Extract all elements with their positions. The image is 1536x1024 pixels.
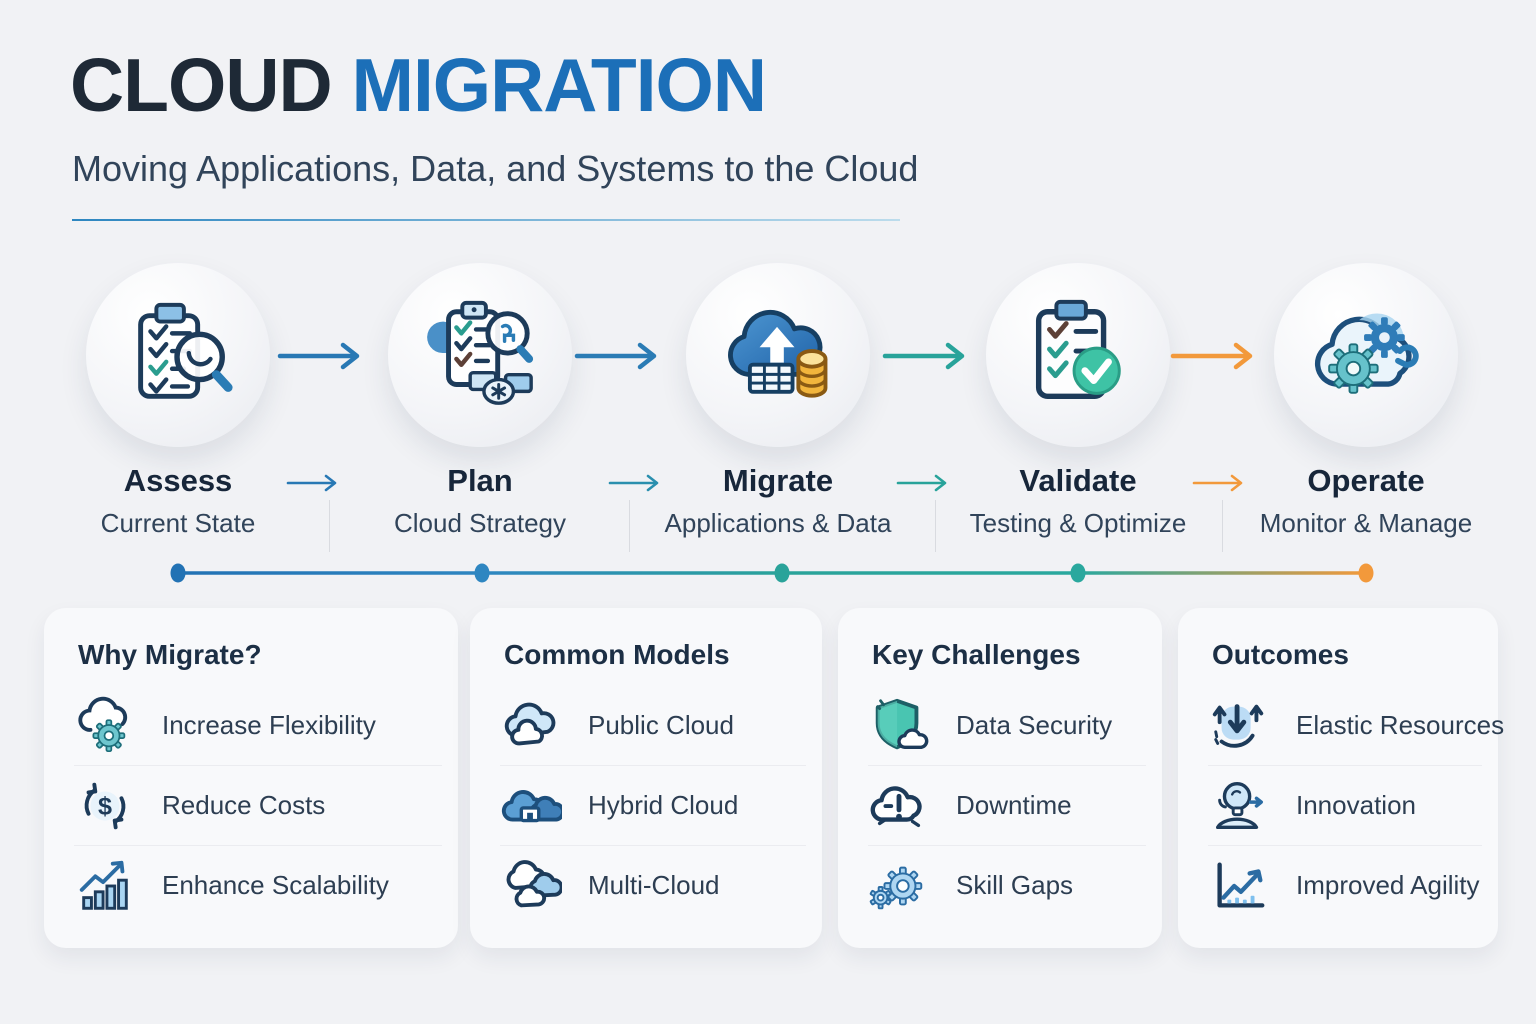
label-arrow-2 xyxy=(608,474,659,492)
agility-chart-icon xyxy=(1208,855,1270,917)
list-item: Elastic Resources xyxy=(1208,686,1504,766)
timeline-dot-4 xyxy=(1070,563,1086,583)
cloud-gears-icon xyxy=(1314,313,1419,394)
flow-arrow-4 xyxy=(1170,342,1253,370)
list-item: Innovation xyxy=(1208,766,1482,846)
step-migrate: Migrate Applications & Data xyxy=(628,263,928,539)
timeline-dot-3 xyxy=(774,563,790,583)
timeline-dot-2 xyxy=(474,563,490,583)
step-operate-title: Operate xyxy=(1307,463,1425,498)
panel-outcomes: Outcomes Elastic Resources xyxy=(1178,608,1504,948)
list-item-label: Multi-Cloud xyxy=(588,870,720,900)
cloud-upload-database-icon xyxy=(728,310,828,398)
list-item-label: Downtime xyxy=(956,790,1072,820)
step-plan-title: Plan xyxy=(447,463,513,498)
list-item-label: Reduce Costs xyxy=(162,790,326,820)
flow-arrow-3 xyxy=(882,342,965,370)
label-column-divider xyxy=(629,500,630,552)
page-title: CLOUD MIGRATION xyxy=(70,42,767,128)
panel-common-models: Common Models Public Cloud Hybrid Cloud xyxy=(470,608,822,948)
panel-common-models-heading: Common Models xyxy=(504,639,730,670)
dollar-cycle-icon: $ xyxy=(74,775,136,837)
panel-why-migrate-heading: Why Migrate? xyxy=(78,639,262,670)
cloud-gear-icon xyxy=(74,695,136,757)
list-item: Multi-Cloud xyxy=(500,846,806,925)
lightbulb-person-icon xyxy=(1208,775,1270,837)
step-operate-subtitle: Monitor & Manage xyxy=(1259,508,1473,538)
step-migrate-title: Migrate xyxy=(722,463,834,498)
flow-arrow-2 xyxy=(574,342,657,370)
label-column-divider xyxy=(1222,500,1223,552)
panel-why-migrate: Why Migrate? xyxy=(44,608,458,948)
label-arrow-1 xyxy=(286,474,337,492)
cloud-alert-icon xyxy=(868,775,930,837)
step-plan: Plan Cloud Strategy xyxy=(330,263,630,539)
step-migrate-circle xyxy=(686,263,870,447)
list-item: Public Cloud xyxy=(500,686,806,766)
step-assess-title: Assess xyxy=(123,463,233,498)
list-item: $ Reduce Costs xyxy=(74,766,442,846)
hybrid-cloud-icon xyxy=(500,775,562,837)
checklist-check-icon xyxy=(1035,299,1121,400)
step-validate: Validate Testing & Optimize xyxy=(928,263,1228,539)
label-column-divider xyxy=(935,500,936,552)
bar-growth-icon xyxy=(74,855,136,917)
list-item-label: Public Cloud xyxy=(588,710,734,740)
label-arrow-3 xyxy=(896,474,947,492)
header-divider xyxy=(72,219,900,221)
list-item-label: Hybrid Cloud xyxy=(588,790,739,820)
public-cloud-icon xyxy=(500,695,562,757)
step-plan-subtitle: Cloud Strategy xyxy=(394,508,566,538)
panel-outcomes-heading: Outcomes xyxy=(1212,639,1349,670)
page-title-primary: CLOUD xyxy=(70,43,333,127)
list-item-label: Data Security xyxy=(956,710,1113,740)
clipboard-magnifier-icon xyxy=(138,302,233,399)
multi-cloud-icon xyxy=(500,855,562,917)
label-column-divider xyxy=(329,500,330,552)
timeline-dot-5 xyxy=(1358,563,1374,583)
step-operate-circle xyxy=(1274,263,1458,447)
step-assess-subtitle: Current State xyxy=(100,508,256,538)
panel-key-challenges: Key Challenges Data Security xyxy=(838,608,1162,948)
list-item: Improved Agility xyxy=(1208,846,1482,925)
step-migrate-subtitle: Applications & Data xyxy=(664,508,892,538)
page-subtitle: Moving Applications, Data, and Systems t… xyxy=(72,148,919,189)
page-title-secondary: MIGRATION xyxy=(351,43,767,127)
step-plan-circle xyxy=(388,263,572,447)
step-assess-circle xyxy=(86,263,270,447)
list-item: Hybrid Cloud xyxy=(500,766,806,846)
list-item-label: Enhance Scalability xyxy=(162,870,389,900)
list-item: Downtime xyxy=(868,766,1146,846)
list-item-label: Improved Agility xyxy=(1296,870,1480,900)
list-item: Increase Flexibility xyxy=(74,686,442,766)
timeline-dot-1 xyxy=(170,563,186,583)
flow-arrow-1 xyxy=(277,342,360,370)
clipboard-cloud-magnifier-icon xyxy=(427,300,534,405)
gear-teal xyxy=(1328,343,1379,394)
elastic-arrows-icon xyxy=(1208,695,1270,757)
list-item-label: Skill Gaps xyxy=(956,870,1074,900)
list-item-label: Innovation xyxy=(1296,790,1416,820)
step-validate-title: Validate xyxy=(1019,463,1137,498)
svg-text:$: $ xyxy=(98,792,112,820)
list-item-label: Elastic Resources xyxy=(1296,710,1505,740)
gears-icon xyxy=(868,855,930,917)
shield-cloud-icon xyxy=(868,695,930,757)
label-arrow-4 xyxy=(1192,474,1243,492)
list-item-label: Increase Flexibility xyxy=(162,710,376,740)
list-item: Enhance Scalability xyxy=(74,846,442,925)
timeline xyxy=(170,563,1374,583)
step-assess: Assess Current State xyxy=(28,263,328,539)
panel-key-challenges-heading: Key Challenges xyxy=(872,639,1081,670)
step-validate-subtitle: Testing & Optimize xyxy=(969,508,1187,538)
list-item: Data Security xyxy=(868,686,1146,766)
list-item: Skill Gaps xyxy=(868,846,1146,925)
step-operate: Operate Monitor & Manage xyxy=(1216,263,1516,539)
step-validate-circle xyxy=(986,263,1170,447)
